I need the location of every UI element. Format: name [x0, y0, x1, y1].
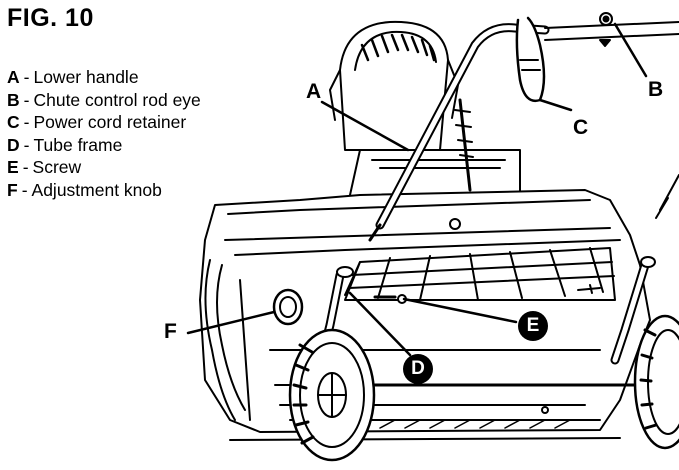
- legend-letter: C: [7, 112, 20, 132]
- legend-separator: -: [23, 112, 30, 132]
- legend-letter: F: [7, 179, 18, 200]
- leader-line-b: [613, 22, 648, 78]
- callout-d: D: [403, 354, 433, 384]
- leader-line-f: [186, 310, 276, 335]
- lower-handle: [368, 21, 679, 242]
- legend-letter: D: [7, 134, 20, 155]
- legend-text: Chute control rod eye: [33, 89, 201, 110]
- callout-b: B: [648, 78, 664, 101]
- legend-item: F-Adjustment knob: [7, 179, 201, 202]
- leader-line-d: [348, 291, 412, 357]
- legend-letter: B: [7, 89, 20, 110]
- cord-segment: [655, 197, 669, 219]
- legend-item: B-Chute control rod eye: [7, 89, 201, 112]
- legend-letter: A: [7, 67, 20, 87]
- chute-control-rod-eye: [599, 12, 613, 47]
- housing-top: [349, 149, 521, 196]
- side-bolt: [577, 284, 601, 294]
- legend-separator: -: [23, 67, 30, 87]
- legend-item: C-Power cord retainer: [7, 111, 201, 134]
- legend-item: A-Lower handle: [7, 66, 201, 89]
- legend-separator: -: [23, 89, 30, 110]
- legend-letter: E: [7, 157, 19, 177]
- legend-text: Adjustment knob: [31, 179, 162, 200]
- legend-item: E-Screw: [7, 156, 201, 179]
- center-bolt: [449, 218, 461, 230]
- left-wheel: [288, 328, 376, 462]
- leader-lines: [186, 22, 648, 357]
- callout-f: F: [164, 320, 177, 343]
- legend-text: Tube frame: [33, 134, 123, 155]
- right-wheel: [633, 314, 679, 450]
- leader-line-e: [402, 297, 518, 324]
- legend-text: Power cord retainer: [33, 112, 187, 132]
- adjustment-knob: [272, 288, 304, 326]
- callout-e: E: [518, 311, 548, 341]
- legend-text: Screw: [32, 157, 82, 177]
- legend-text: Lower handle: [33, 67, 139, 87]
- legend-separator: -: [21, 179, 28, 200]
- figure-title: FIG. 10: [7, 4, 94, 32]
- legend: A-Lower handle B-Chute control rod eye C…: [7, 66, 201, 201]
- legend-separator: -: [23, 134, 30, 155]
- callout-a: A: [306, 80, 322, 103]
- legend-item: D-Tube frame: [7, 134, 201, 157]
- discharge-chute: [329, 20, 459, 151]
- small-bolt: [541, 406, 549, 414]
- leader-line-a: [320, 100, 410, 152]
- legend-separator: -: [22, 157, 29, 177]
- leader-line-c: [538, 98, 573, 112]
- callout-c: C: [573, 116, 589, 139]
- housing-body: [199, 189, 651, 441]
